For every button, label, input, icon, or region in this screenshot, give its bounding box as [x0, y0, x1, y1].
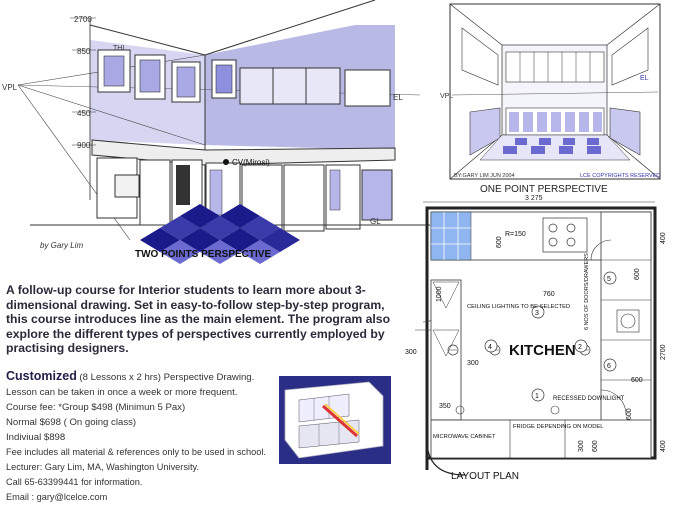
one-point-floor: [479, 134, 631, 161]
thl-label: THL: [113, 45, 126, 52]
plan-caption: LAYOUT PLAN: [451, 471, 519, 482]
course-lecturer: Lecturer: Gary Lim, MA, Washington Unive…: [6, 462, 199, 472]
cv-label: CV(Mirosi): [232, 158, 270, 167]
one-point-vpl-label: VPL: [440, 93, 453, 100]
one-point-el-label: EL: [640, 75, 649, 82]
course-fee: Course fee: *Group $498 (Minimun 5 Pax): [6, 402, 186, 413]
plan-kitchen-label: KITCHEN: [509, 342, 576, 359]
height-900: 900: [77, 141, 91, 150]
plan-doors-label: 6 NOS OF DOORS/DRAWERS: [584, 253, 590, 330]
plan-fridge-label: FRIDGE DEPENDING ON MODEL: [513, 424, 604, 430]
course-contact-email[interactable]: Email : gary@lcelce.com: [6, 492, 108, 502]
plan-300-b: 300: [467, 360, 479, 367]
plan-350: 350: [439, 403, 451, 410]
plan-width-dim: 3 275: [525, 195, 543, 202]
plan-760: 760: [543, 291, 555, 298]
vpl-left-label: VPL: [2, 83, 18, 92]
plan-300-c: 300: [578, 440, 585, 452]
plan-circle-2: 2: [578, 344, 582, 351]
course-includes: Fee includes all material & references o…: [6, 447, 266, 457]
one-point-byline: BY:GARY LIM JUN 2004: [454, 173, 515, 179]
kitchen-layout-plan: 3 275: [405, 195, 667, 482]
one-point-perspective-drawing: EL VPL BY:GARY LIM JUN 2004 LCE COPYRIGH…: [440, 3, 661, 195]
credit-label: by Gary Lim: [40, 241, 83, 250]
one-point-copyright: LCE COPYRIGHTS RESERVED: [580, 173, 660, 179]
plan-ceiling-label: CEILING LIGHTING TO BE SELECTED: [467, 304, 570, 310]
plan-r150: R=150: [505, 231, 526, 238]
plan-circle-4: 4: [488, 344, 492, 351]
course-frequency: Lesson can be taken in once a week or mo…: [6, 387, 238, 398]
plan-600-d: 600: [626, 408, 633, 420]
plan-microwave-label: MICROWAVE CABINET: [433, 434, 496, 440]
height-450: 450: [77, 109, 91, 118]
course-individual-fee: Indiviual $898: [6, 432, 66, 443]
two-point-caption: TWO POINTS PERSPECTIVE: [135, 249, 271, 260]
course-details: Customized (8 Lessons x 2 hrs) Perspecti…: [6, 369, 276, 505]
plan-circle-1: 1: [535, 393, 539, 400]
plan-400-a: 400: [660, 232, 667, 244]
kitchen-sketch-icon: [284, 381, 384, 459]
course-description: A follow-up course for Interior students…: [6, 283, 391, 356]
plan-1000: 1000: [436, 286, 443, 302]
plan-circle-6: 6: [607, 363, 611, 370]
plan-circle-3: 3: [535, 310, 539, 317]
software-thumbnail: [279, 376, 391, 464]
course-title: Customized: [6, 369, 77, 383]
course-normal-fee: Normal $698 ( On going class): [6, 417, 137, 428]
plan-600-c: 600: [631, 377, 643, 384]
plan-circle-5: 5: [607, 276, 611, 283]
plan-2700: 2700: [660, 344, 667, 360]
sink-tiles: [430, 211, 472, 261]
checker-floor: [140, 204, 300, 264]
one-point-caption: ONE POINT PERSPECTIVE: [480, 184, 608, 195]
el-label: EL: [393, 93, 403, 102]
course-contact-phone: Call 65-63399441 for information.: [6, 477, 143, 487]
gl-label: GL: [370, 217, 381, 226]
plan-600-e: 600: [592, 440, 599, 452]
plan-600-a: 600: [496, 236, 503, 248]
plan-recessed-label: RECESSED DOWNLIGHT: [553, 396, 625, 402]
plan-600-b: 600: [634, 268, 641, 280]
height-2700: 2700: [74, 15, 92, 24]
height-850: 850: [77, 47, 91, 56]
plan-400-b: 400: [660, 440, 667, 452]
plan-300-a: 300: [405, 349, 417, 356]
course-subtitle: (8 Lessons x 2 hrs) Perspective Drawing.: [79, 372, 255, 383]
two-point-perspective-drawing: 2700 850 450 900 VPL THL EL GL CV(Mirosi…: [2, 0, 430, 264]
